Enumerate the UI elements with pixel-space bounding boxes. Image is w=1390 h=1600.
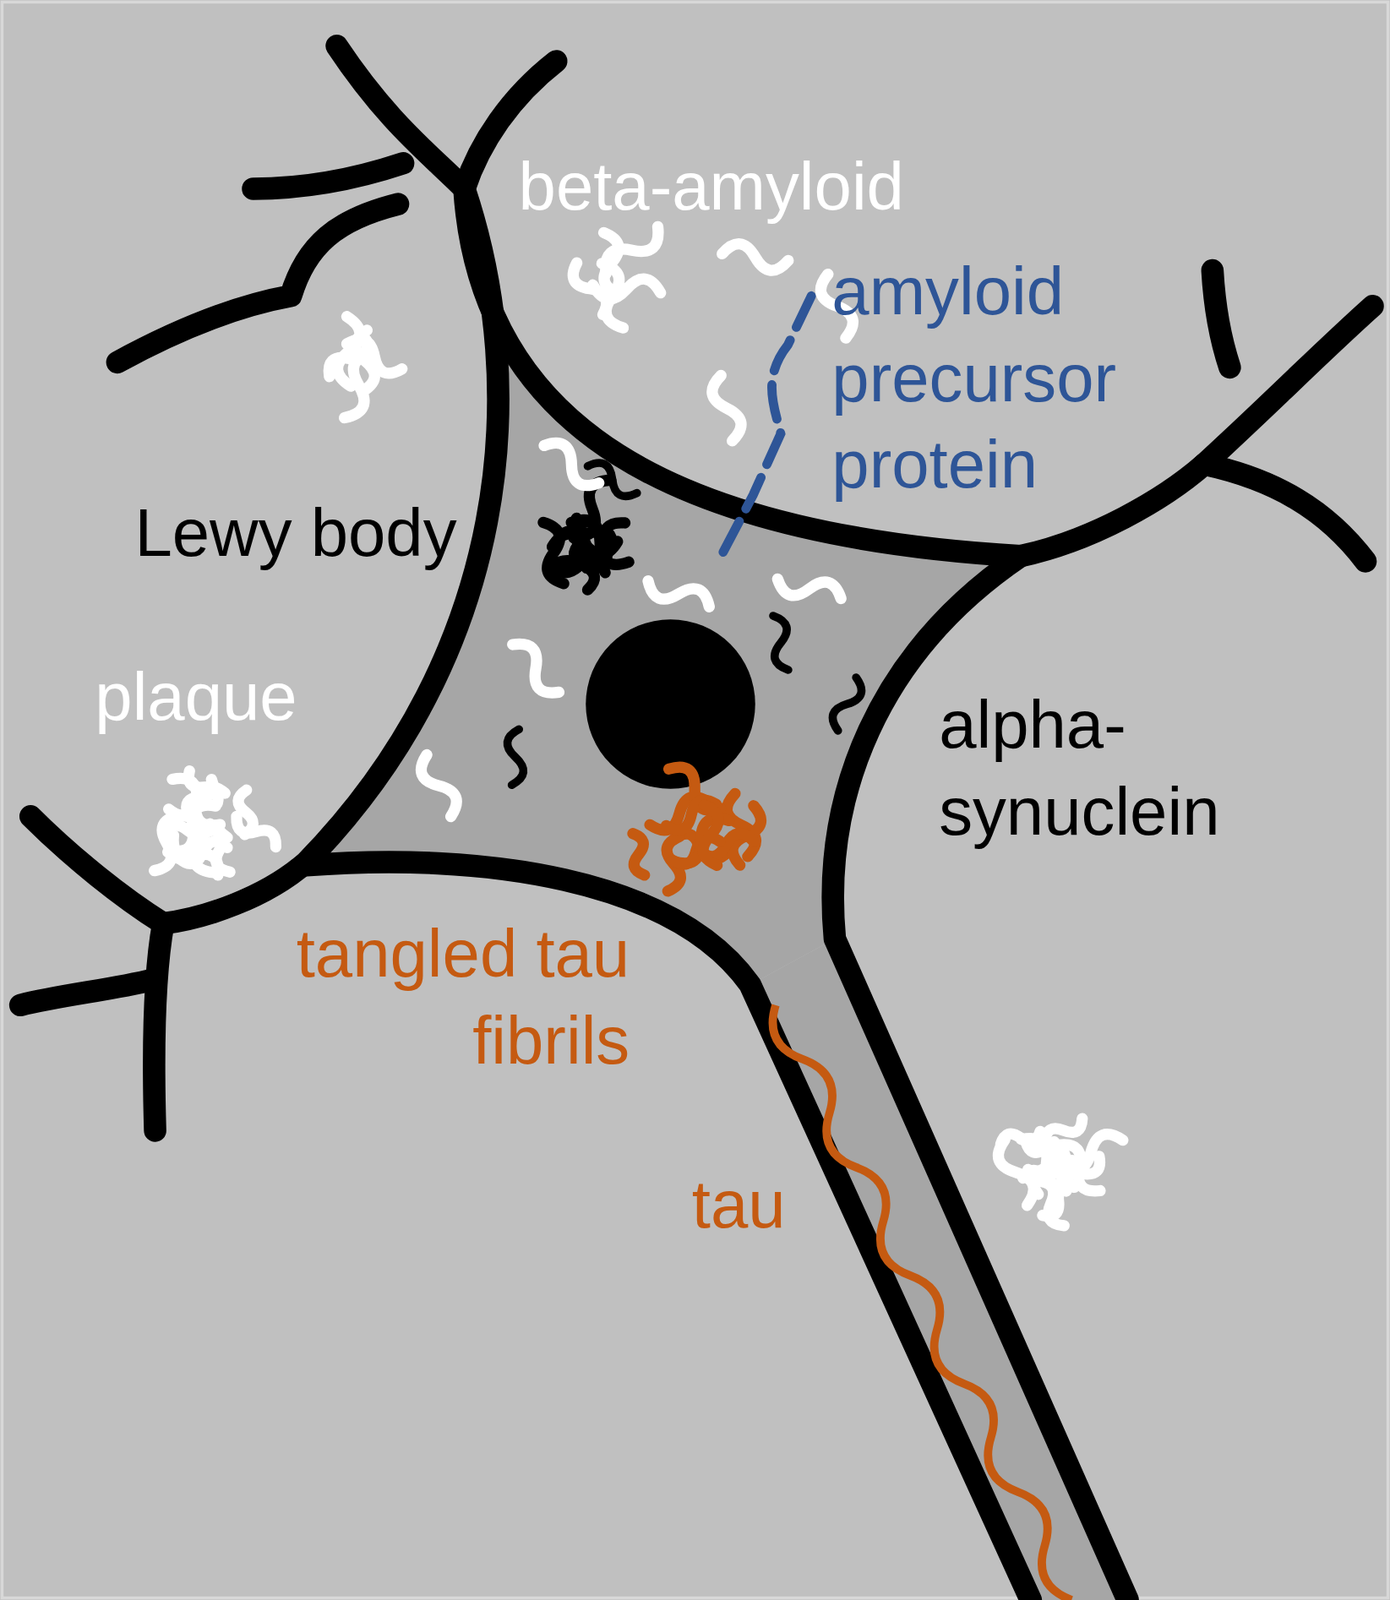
- beta-amyloid: [648, 581, 709, 608]
- label-tau-fibrils: tangled tau fibrils: [201, 910, 630, 1084]
- dendrite: [30, 816, 164, 924]
- beta-amyloid: [722, 244, 789, 271]
- amyloid-precursor-protein: [719, 295, 812, 560]
- label-tau: tau: [692, 1161, 786, 1249]
- tau-tangle: [703, 805, 719, 867]
- dendrite: [1204, 464, 1366, 562]
- dendrite: [1212, 270, 1231, 368]
- label-alpha-synuclein: alpha-synuclein: [938, 681, 1220, 856]
- plaque: [188, 771, 219, 804]
- beta-amyloid-oligomer: [604, 232, 620, 294]
- molecules: [154, 226, 1123, 1600]
- axon: [750, 938, 1129, 1600]
- tau-tangle: [632, 834, 645, 876]
- label-app: amyloid precursor protein: [831, 248, 1117, 509]
- plaque: [1025, 1141, 1066, 1156]
- alpha-synuclein: [506, 729, 524, 785]
- plaque: [173, 835, 219, 876]
- alpha-synuclein: [832, 677, 862, 731]
- neuron-outline: [20, 45, 1373, 1600]
- plaque: [238, 790, 253, 835]
- label-beta-amyloid: beta-amyloid: [518, 142, 905, 230]
- alpha-synuclein: [588, 463, 638, 497]
- plaque: [154, 816, 180, 872]
- dendrite: [153, 923, 164, 1131]
- beta-amyloid: [420, 755, 457, 818]
- dendrite: [20, 980, 153, 1006]
- beta-amyloid: [777, 578, 841, 599]
- membrane: [464, 188, 1205, 556]
- alpha-synuclein: [773, 615, 789, 671]
- label-lewy-body: Lewy body: [134, 490, 457, 578]
- label-plaque: plaque: [94, 653, 297, 741]
- plaque: [1042, 1187, 1075, 1217]
- beta-amyloid: [712, 375, 742, 441]
- beta-amyloid: [512, 643, 560, 693]
- tau-protein: [773, 1005, 1073, 1600]
- beta-amyloid-oligomer: [328, 339, 367, 377]
- lewy-body: [566, 521, 589, 566]
- dendrite: [253, 163, 404, 189]
